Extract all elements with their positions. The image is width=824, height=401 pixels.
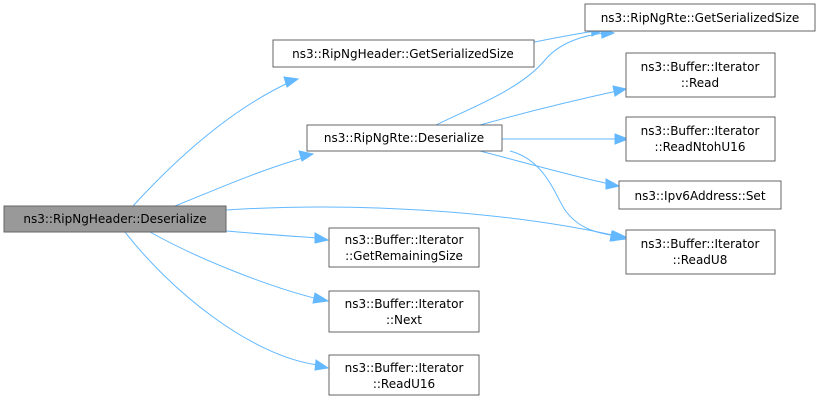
node-label: ns3::RipNgHeader::Deserialize	[23, 212, 206, 226]
node-ripngheader-getserializedsize[interactable]: ns3::RipNgHeader::GetSerializedSize	[272, 39, 535, 68]
node-buffer-iterator-next[interactable]: ns3::Buffer::Iterator ::Next	[328, 290, 480, 333]
node-label: ns3::RipNgRte::Deserialize	[324, 131, 484, 145]
node-ripngheader-deserialize[interactable]: ns3::RipNgHeader::Deserialize	[3, 205, 227, 233]
node-label-line-1: ns3::Buffer::Iterator	[641, 60, 760, 74]
edge-rte-deserialize-to-ipv6address-set	[479, 150, 621, 190]
node-buffer-iterator-read[interactable]: ns3::Buffer::Iterator ::Read	[625, 52, 776, 98]
edge-root-to-header-getserializedsize	[132, 76, 300, 207]
node-label: ns3::Ipv6Address::Set	[634, 189, 765, 203]
node-ipv6address-set[interactable]: ns3::Ipv6Address::Set	[618, 180, 782, 210]
node-label-line-1: ns3::Buffer::Iterator	[641, 124, 760, 138]
node-label-line-1: ns3::Buffer::Iterator	[345, 297, 464, 311]
node-label-line-2: ::GetRemainingSize	[345, 249, 463, 263]
node-label-line-2: ::Next	[386, 313, 422, 327]
node-label-line-1: ns3::Buffer::Iterator	[641, 237, 760, 251]
edge-root-to-buffer-getremainingsize	[225, 230, 330, 244]
node-ripngrte-getserializedsize[interactable]: ns3::RipNgRte::GetSerializedSize	[584, 3, 816, 32]
edge-rte-deserialize-to-buffer-readu8	[509, 150, 628, 242]
edge-rte-deserialize-to-buffer-read	[479, 85, 628, 126]
node-label: ns3::RipNgHeader::GetSerializedSize	[292, 47, 514, 61]
edge-root-to-buffer-readu16	[124, 231, 330, 371]
edge-rte-deserialize-to-buffer-readntohu16	[502, 133, 630, 145]
node-label: ns3::RipNgRte::GetSerializedSize	[601, 11, 800, 25]
edge-root-to-buffer-next	[149, 231, 330, 304]
node-buffer-iterator-readntohu16[interactable]: ns3::Buffer::Iterator ::ReadNtohU16	[625, 116, 776, 162]
node-buffer-iterator-readu8[interactable]: ns3::Buffer::Iterator ::ReadU8	[625, 229, 776, 275]
node-label-line-1: ns3::Buffer::Iterator	[345, 361, 464, 375]
node-label-line-1: ns3::Buffer::Iterator	[345, 233, 464, 247]
node-label-line-2: ::ReadU16	[373, 377, 435, 391]
edge-root-to-rte-deserialize	[174, 150, 315, 207]
node-buffer-iterator-getremainingsize[interactable]: ns3::Buffer::Iterator ::GetRemainingSize	[328, 227, 480, 268]
node-buffer-iterator-readu16[interactable]: ns3::Buffer::Iterator ::ReadU16	[328, 354, 480, 396]
node-ripngrte-deserialize[interactable]: ns3::RipNgRte::Deserialize	[306, 124, 503, 152]
node-label-line-2: ::ReadNtohU16	[655, 140, 746, 154]
node-label-line-2: ::ReadU8	[673, 253, 728, 267]
node-label-line-2: ::Read	[681, 76, 719, 90]
